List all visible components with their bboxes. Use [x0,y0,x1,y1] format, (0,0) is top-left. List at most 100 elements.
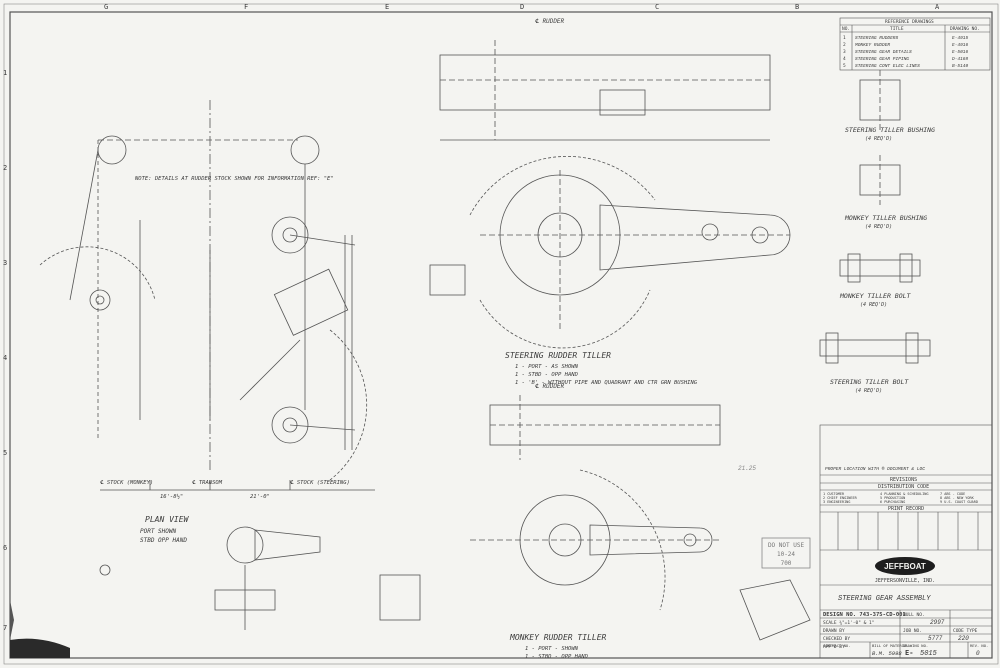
ref-row-3-drawing: E-5016 [952,49,969,55]
dist-item-2: 2 CHIEF ENGINEER [823,496,858,500]
plan-dim-center: 21'-0" [250,494,270,500]
zone-top-a: A [935,3,940,11]
monkey-bolt-nut [899,253,913,283]
detail-hub [226,526,264,564]
steering-bolt-head [825,332,839,364]
plan-view [39,100,375,491]
zone-left-6: 6 [3,544,7,552]
steering-tiller-note-2: 1 - STBD - OPP HAND [515,372,579,378]
plan-tiller-hub-upper-inner [282,227,298,243]
rudder-top-body [439,54,771,111]
plan-note: NOTE: DETAILS AT RUDDER STOCK SHOWN FOR … [134,176,334,182]
rudder-top-block [599,89,646,116]
ref-row-2-title: MONKEY RUDDER [855,42,890,48]
bom-value: B.M. 5998 [872,650,902,657]
rudder-elevation [439,40,771,141]
monkey-bolt-shape [839,259,921,277]
hull-no-label: HULL NO. [903,612,925,618]
plan-dim-left: 16'-8½" [160,493,183,500]
ref-row-2-drawing: E-4916 [952,42,969,48]
rev-no-label: REV. NO. [970,643,988,648]
ref-row-5-no: 5 [843,63,846,69]
ref-row-1-drawing: E-4915 [952,35,969,41]
monkey-bolt-qty: (4 REQ'D) [860,302,887,308]
scale-field: SCALE ¾"=1'-0" & 1" [823,620,874,626]
stamp-line1: DO NOT USE [768,542,805,549]
detail-block [214,589,276,611]
steering-tiller-note-1: 1 - PORT - AS SHOWN [515,364,579,370]
ref-row-3-title: STEERING GEAR DETAILS [855,49,912,55]
job-no-value: 5777 [928,635,943,642]
plan-swing-arc [329,329,368,481]
ref-table-header: REFERENCE DRAWINGS [885,19,934,25]
monkey-tiller-note-1: 1 - PORT - SHOWN [525,646,579,652]
detail-bracket [379,574,421,621]
plan-cable-left [69,149,99,301]
drawing-no-label: DRAWING NO. [903,643,928,648]
steering-tiller-bracket [429,264,466,296]
ref-row-4-drawing: D-4168 [952,56,969,62]
plan-tiller-hub-lower-inner [282,417,298,433]
ref-row-4-title: STEERING GEAR PIPING [855,56,909,62]
plan-stock-port [89,289,111,311]
ref-row-5-title: STEERING CONT ELEC LINES [855,63,920,69]
zone-left-7: 7 [3,624,7,632]
ref-row-3-no: 3 [843,49,846,55]
logo-oval [875,557,935,575]
dist-item-1: 1 CUSTOMER [823,492,845,496]
steering-tiller-note-3: 1 - 'B' - WITHOUT PIPE AND QUADRANT AND … [515,380,698,386]
zone-left-2: 2 [3,164,7,172]
monkey-bushing-title: MONKEY TILLER BUSHING [844,214,927,222]
bushings-bolts [819,70,931,364]
code-type-label: CODE TYPE [953,628,978,634]
monkey-tiller-arm [589,524,713,556]
distribution-title: DISTRIBUTION CODE [878,484,929,490]
sheet-border [9,11,993,659]
zone-top-e: E [385,3,389,11]
rudder-label-lower: ℄ RUDDER [535,383,564,390]
plan-tiller-hub-upper [271,216,309,254]
plan-view-title: PLAN VIEW [145,515,190,524]
lower-rudder-elevation [489,395,721,460]
steering-bolt-shape [819,339,931,357]
revisions-title: REVISIONS [890,477,917,483]
steering-bolt-title: STEERING TILLER BOLT [830,378,909,386]
plan-label-stock-port: ℄ STOCK (MONKEY) [100,479,153,486]
zone-left-5: 5 [3,449,7,457]
monkey-tiller-quadrant-arc [579,469,666,611]
plan-ram-rod [239,339,301,401]
job-no-label: JOB NO. [903,628,922,634]
plan-label-transom: ℄ TRANSOM [192,479,223,486]
zone-left-1: 1 [3,69,7,77]
ref-col-drawing: DRAWING NO. [950,26,980,32]
plan-hydraulic-cylinder [273,268,349,336]
steering-bolt-nut [905,332,919,364]
rev-no-value: 0 [976,650,980,657]
dist-item-9: 9 U.S. COAST GUARD [940,500,978,504]
steering-tiller-arm [599,204,791,271]
zone-left-3: 3 [3,259,7,267]
dist-item-5: 5 PRODUCTION [880,496,905,500]
bom-label: BILL OF MATERIAL [872,643,909,648]
plan-tiller-hub-lower [271,406,309,444]
rudder-label: ℄ RUDDER [535,18,564,25]
detail-arm [254,529,321,561]
jeffboat-logo: JEFFBOAT JEFFERSONVILLE, IND. [875,557,935,584]
drawn-by-label: DRAWN BY [823,628,845,634]
zone-top-d: D [520,3,524,11]
zone-left-4: 4 [3,354,7,362]
zone-top-f: F [244,3,248,11]
steering-tiller-pin-1 [701,223,719,241]
drawing-no-value: 5015 [920,650,938,658]
ref-row-2-no: 2 [843,42,846,48]
pencil-note: 21.25 [738,465,756,472]
monkey-bushing-qty: (4 REQ'D) [865,224,892,230]
lower-rudder-body [489,404,721,446]
title-block-box [819,424,993,659]
wear-edge [10,600,14,640]
plan-tiller-arm-lower [289,424,356,431]
logo-sub: JEFFERSONVILLE, IND. [875,578,935,584]
steering-bushing-qty: (4 REQ'D) [865,136,892,142]
dist-item-8: 8 ABS - NEW YORK [940,496,975,500]
plan-stock-port-inner [95,295,105,305]
